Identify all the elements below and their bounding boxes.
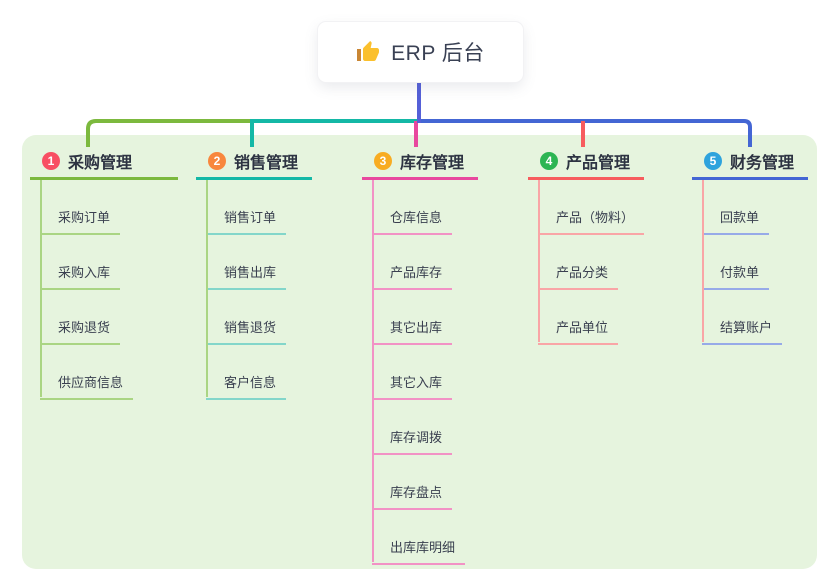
branch-header-sales[interactable]: 2 销售管理 xyxy=(196,142,312,180)
child-node-settlement-account[interactable]: 结算账户 xyxy=(702,290,808,345)
branch-number-badge: 1 xyxy=(42,151,60,170)
branch-vertical-line xyxy=(206,180,208,397)
branch-sales-management: 2 销售管理 销售订单 销售出库 销售退货 客户信息 xyxy=(196,142,312,400)
branch-header-purchase[interactable]: 1 采购管理 xyxy=(30,142,178,180)
root-node[interactable]: ERP 后台 xyxy=(318,22,523,82)
root-node-title: ERP 后台 xyxy=(391,42,485,65)
child-node-product-unit[interactable]: 产品单位 xyxy=(538,290,644,345)
child-node-product-material[interactable]: 产品（物料） xyxy=(538,180,645,235)
branch-vertical-line xyxy=(40,180,42,397)
child-node-sales-outbound[interactable]: 销售出库 xyxy=(206,235,312,290)
child-node-outbound-detail[interactable]: 出库库明细 xyxy=(372,510,478,565)
branch-vertical-line xyxy=(702,180,704,342)
child-node-sales-return[interactable]: 销售退货 xyxy=(206,290,312,345)
child-node-warehouse-info[interactable]: 仓库信息 xyxy=(372,180,478,235)
branch-header-finance[interactable]: 5 财务管理 xyxy=(692,142,808,180)
child-node-other-inbound[interactable]: 其它入库 xyxy=(372,345,478,400)
child-node-payment-order[interactable]: 付款单 xyxy=(702,235,808,290)
child-node-purchase-order[interactable]: 采购订单 xyxy=(40,180,178,235)
branch-finance-management: 5 财务管理 回款单 付款单 结算账户 xyxy=(692,142,808,345)
child-node-purchase-return[interactable]: 采购退货 xyxy=(40,290,178,345)
branch-header-product[interactable]: 4 产品管理 xyxy=(528,142,644,180)
child-node-product-category[interactable]: 产品分类 xyxy=(538,235,644,290)
branches-panel xyxy=(22,135,817,569)
branch-title: 销售管理 xyxy=(234,154,299,172)
branch-number-badge: 3 xyxy=(374,151,392,170)
branch-number-badge: 2 xyxy=(208,151,226,170)
child-node-product-stock[interactable]: 产品库存 xyxy=(372,235,478,290)
branch-vertical-line xyxy=(538,180,540,342)
branch-title: 产品管理 xyxy=(566,154,631,172)
thumbs-up-icon xyxy=(357,41,380,61)
branch-vertical-line xyxy=(372,180,374,562)
child-node-purchase-inbound[interactable]: 采购入库 xyxy=(40,235,178,290)
child-node-receipt-order[interactable]: 回款单 xyxy=(702,180,808,235)
branch-title: 库存管理 xyxy=(400,154,465,172)
child-node-stock-taking[interactable]: 库存盘点 xyxy=(372,455,478,510)
child-node-sales-order[interactable]: 销售订单 xyxy=(206,180,312,235)
branch-purchase-management: 1 采购管理 采购订单 采购入库 采购退货 供应商信息 xyxy=(30,142,178,400)
branch-header-inventory[interactable]: 3 库存管理 xyxy=(362,142,478,180)
branch-inventory-management: 3 库存管理 仓库信息 产品库存 其它出库 其它入库 库存调拨 库存盘点 出库库… xyxy=(362,142,478,565)
branch-number-badge: 5 xyxy=(704,151,722,170)
branch-product-management: 4 产品管理 产品（物料） 产品分类 产品单位 xyxy=(528,142,645,345)
branch-number-badge: 4 xyxy=(540,151,558,170)
branch-title: 采购管理 xyxy=(68,154,133,172)
child-node-customer-info[interactable]: 客户信息 xyxy=(206,345,312,400)
branch-title: 财务管理 xyxy=(730,154,795,172)
child-node-supplier-info[interactable]: 供应商信息 xyxy=(40,345,178,400)
child-node-stock-transfer[interactable]: 库存调拨 xyxy=(372,400,478,455)
child-node-other-outbound[interactable]: 其它出库 xyxy=(372,290,478,345)
